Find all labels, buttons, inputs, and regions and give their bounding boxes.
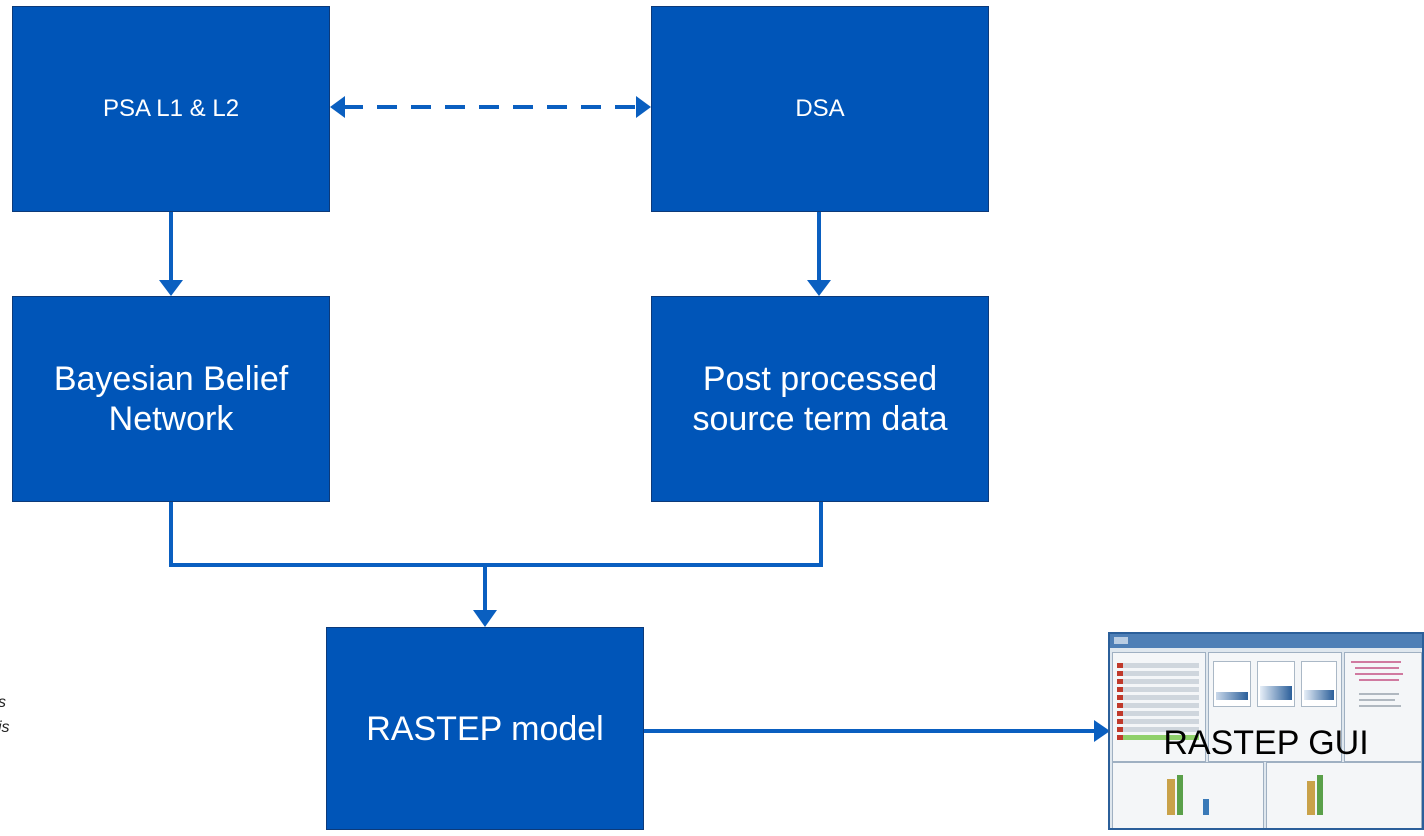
- left-text-fragment-2: is: [0, 719, 10, 736]
- gui-title-bar: [1110, 634, 1422, 648]
- dsa-box: DSA: [651, 6, 989, 212]
- dashed-bidirectional-arrow: [330, 96, 651, 118]
- gui-list-panel: [1112, 652, 1206, 762]
- post-processed-box: Post processed source term data: [651, 296, 989, 502]
- bbn-label-line2: Network: [108, 400, 234, 438]
- dsa-label: DSA: [795, 95, 845, 122]
- psa-label: PSA L1 & L2: [102, 95, 240, 122]
- post-label-line1: Post processed: [702, 360, 938, 398]
- psa-box: PSA L1 & L2: [12, 6, 330, 212]
- rastep-model-label: RASTEP model: [366, 709, 604, 748]
- gui-charts-panel: [1208, 652, 1342, 762]
- arrow-psa-to-bbn: [159, 212, 183, 296]
- arrow-rastep-to-gui: [644, 720, 1110, 742]
- bbn-box: Bayesian Belief Network: [12, 296, 330, 502]
- arrow-dsa-to-post: [807, 212, 831, 296]
- post-label-line2: source term data: [692, 400, 948, 438]
- rastep-gui-label: RASTEP GUI: [1163, 724, 1369, 762]
- gui-bar-chart-left: [1112, 762, 1264, 828]
- gui-tree-panel: [1344, 652, 1422, 762]
- left-text-fragment-1: s: [0, 694, 6, 712]
- gui-bar-chart-right: [1266, 762, 1422, 828]
- rastep-gui-screenshot: RASTEP GUI: [1108, 632, 1424, 830]
- rastep-model-box: RASTEP model: [326, 627, 644, 830]
- merge-connector: [169, 502, 823, 627]
- bbn-label-line1: Bayesian Belief: [53, 360, 289, 398]
